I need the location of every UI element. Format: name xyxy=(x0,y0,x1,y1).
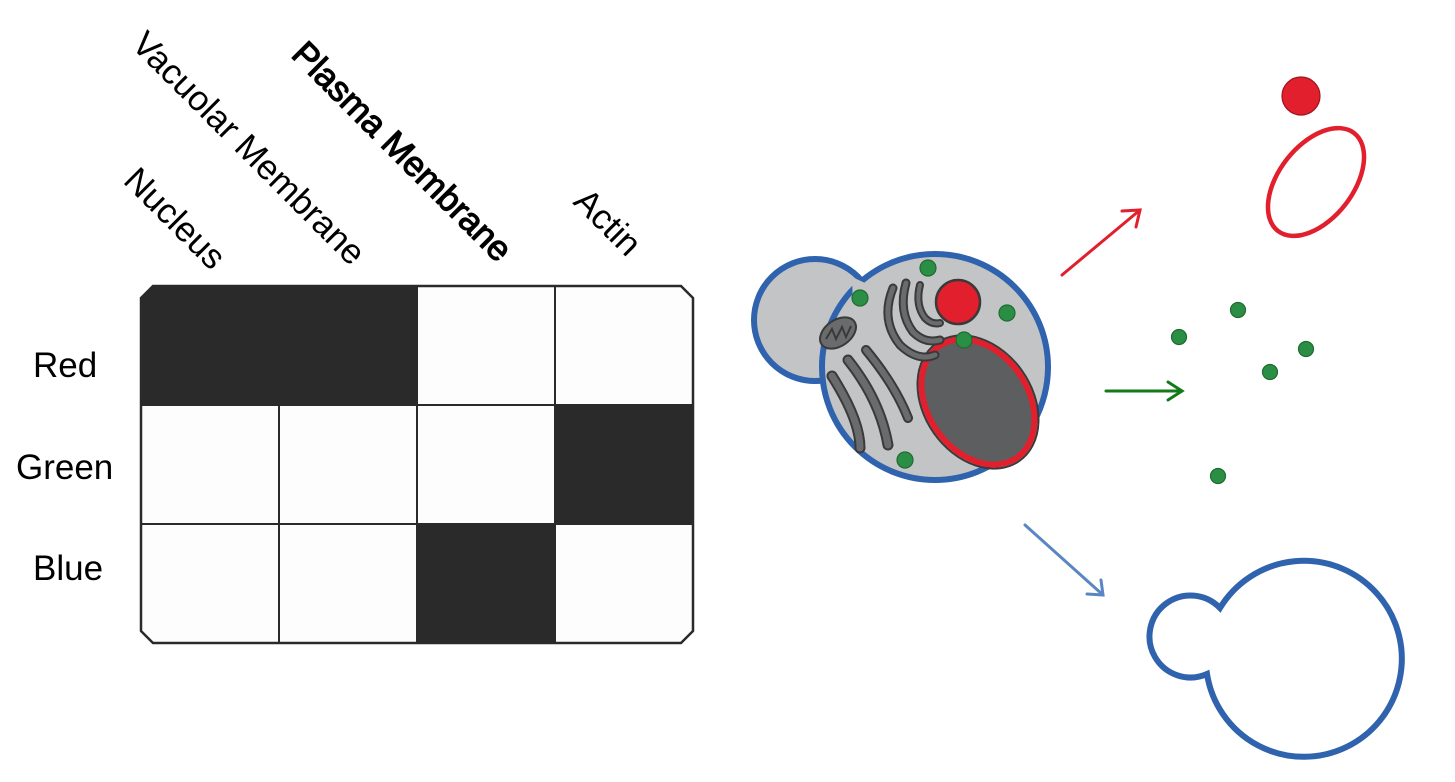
red-channel-output xyxy=(1265,76,1367,239)
column-labels: Nucleus Vacuolar Membrane Plasma Membran… xyxy=(116,24,649,277)
matrix-cell-green-0 xyxy=(141,404,280,525)
yeast-cell-diagram xyxy=(751,251,1051,483)
green-actin-patch xyxy=(1209,467,1227,485)
matrix-cell-blue-3 xyxy=(554,523,693,643)
red-vacuole-ring xyxy=(1265,125,1367,239)
green-actin-patch xyxy=(1229,301,1247,319)
red-channel-arrow xyxy=(1060,208,1142,277)
red-nucleolus-dot xyxy=(1281,76,1321,116)
row-labels: Red Green Blue xyxy=(16,346,113,588)
row-label-blue: Blue xyxy=(33,549,103,588)
matrix-cell-red-1 xyxy=(278,286,418,406)
matrix-cell-green-3 xyxy=(554,404,693,525)
actin-patches-in-cell xyxy=(851,259,1016,469)
matrix-border xyxy=(139,284,695,645)
blue-channel-arrow xyxy=(1023,523,1105,597)
blue-plasma-membrane-outline xyxy=(1146,557,1405,760)
mitochondrion xyxy=(818,316,858,350)
blue-channel-output xyxy=(1146,557,1405,760)
endoplasmic-reticulum xyxy=(826,345,913,454)
matrix-cell-red-3 xyxy=(554,286,693,406)
matrix-cell-blue-0 xyxy=(141,523,280,643)
vacuole-red-body xyxy=(934,278,982,326)
matrix-cell-green-1 xyxy=(278,404,418,525)
row-label-red: Red xyxy=(33,346,97,385)
matrix-cell-blue-1 xyxy=(278,523,418,643)
row-label-green: Green xyxy=(16,448,113,487)
green-actin-patch xyxy=(1170,328,1188,346)
matrix-cell-red-0 xyxy=(141,286,280,406)
column-label-actin: Actin xyxy=(566,181,649,264)
column-label-nucleus: Nucleus xyxy=(116,160,233,277)
green-actin-patch xyxy=(1261,363,1279,381)
matrix-grid xyxy=(141,286,693,643)
green-actin-patch xyxy=(1297,340,1315,358)
golgi-stacks xyxy=(883,278,945,362)
matrix-cell-blue-2 xyxy=(416,523,556,643)
matrix-cell-green-2 xyxy=(416,404,556,525)
channel-arrows xyxy=(1023,208,1185,597)
green-channel-arrow xyxy=(1104,380,1185,402)
matrix-cell-red-2 xyxy=(416,286,556,406)
green-channel-output xyxy=(1170,301,1315,485)
